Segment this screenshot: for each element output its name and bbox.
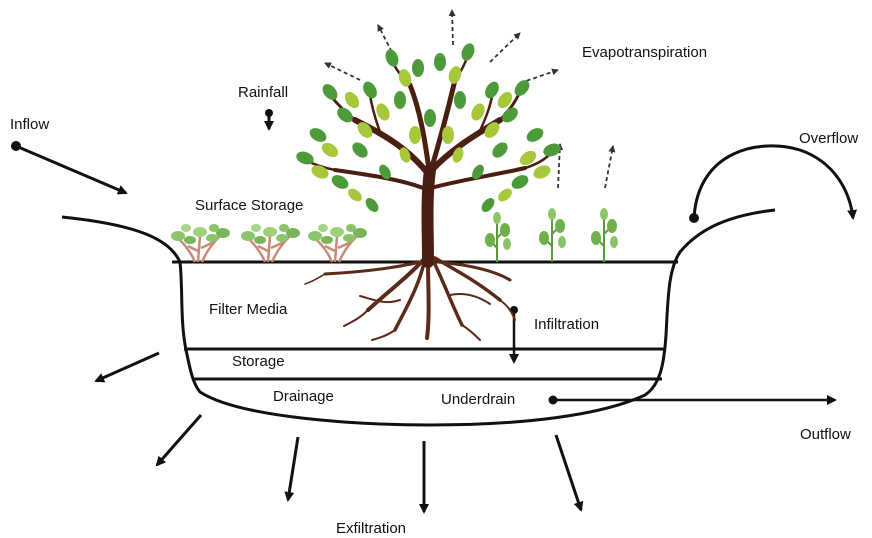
- evapotranspiration-arrow: [452, 10, 453, 45]
- seedling-icon: [485, 212, 511, 262]
- infiltration-arrow: [510, 306, 518, 362]
- shrub-icon: [308, 224, 367, 262]
- exfiltration-arrow: [288, 437, 298, 500]
- rainfall-arrow: [265, 109, 273, 129]
- infiltration-label: Infiltration: [534, 316, 599, 334]
- exfiltration-arrows: [96, 353, 581, 512]
- exfiltration-arrow: [96, 353, 159, 381]
- shrub-icon: [171, 224, 230, 262]
- seedling-icon: [539, 208, 566, 262]
- evapotranspiration-label: Evapotranspiration: [582, 44, 707, 62]
- rainfall-label: Rainfall: [238, 84, 288, 102]
- drainage-label: Drainage: [273, 388, 334, 406]
- basin-outline: [62, 210, 775, 425]
- inflow-label: Inflow: [10, 116, 49, 134]
- underdrain-label: Underdrain: [441, 391, 515, 409]
- seedlings-right: [485, 208, 618, 262]
- exfiltration-arrow: [157, 415, 201, 465]
- shrub-icon: [241, 224, 300, 262]
- evapotranspiration-arrow: [325, 63, 360, 80]
- shrubs-left: [171, 224, 367, 262]
- storage-label: Storage: [232, 353, 285, 371]
- surface-storage-label: Surface Storage: [195, 197, 303, 215]
- tree-roots: [305, 258, 515, 340]
- exfiltration-arrow: [556, 435, 581, 510]
- seedling-icon: [591, 208, 618, 262]
- evapotranspiration-arrow: [605, 146, 613, 188]
- underdrain-outflow-arrow: [549, 396, 836, 405]
- evapotranspiration-arrows: [325, 10, 613, 188]
- overflow-label: Overflow: [799, 130, 858, 148]
- inflow-arrow: [11, 141, 126, 193]
- exfiltration-label: Exfiltration: [336, 520, 406, 538]
- filter-media-label: Filter Media: [209, 301, 287, 319]
- outflow-label: Outflow: [800, 426, 851, 444]
- evapotranspiration-arrow: [490, 33, 520, 62]
